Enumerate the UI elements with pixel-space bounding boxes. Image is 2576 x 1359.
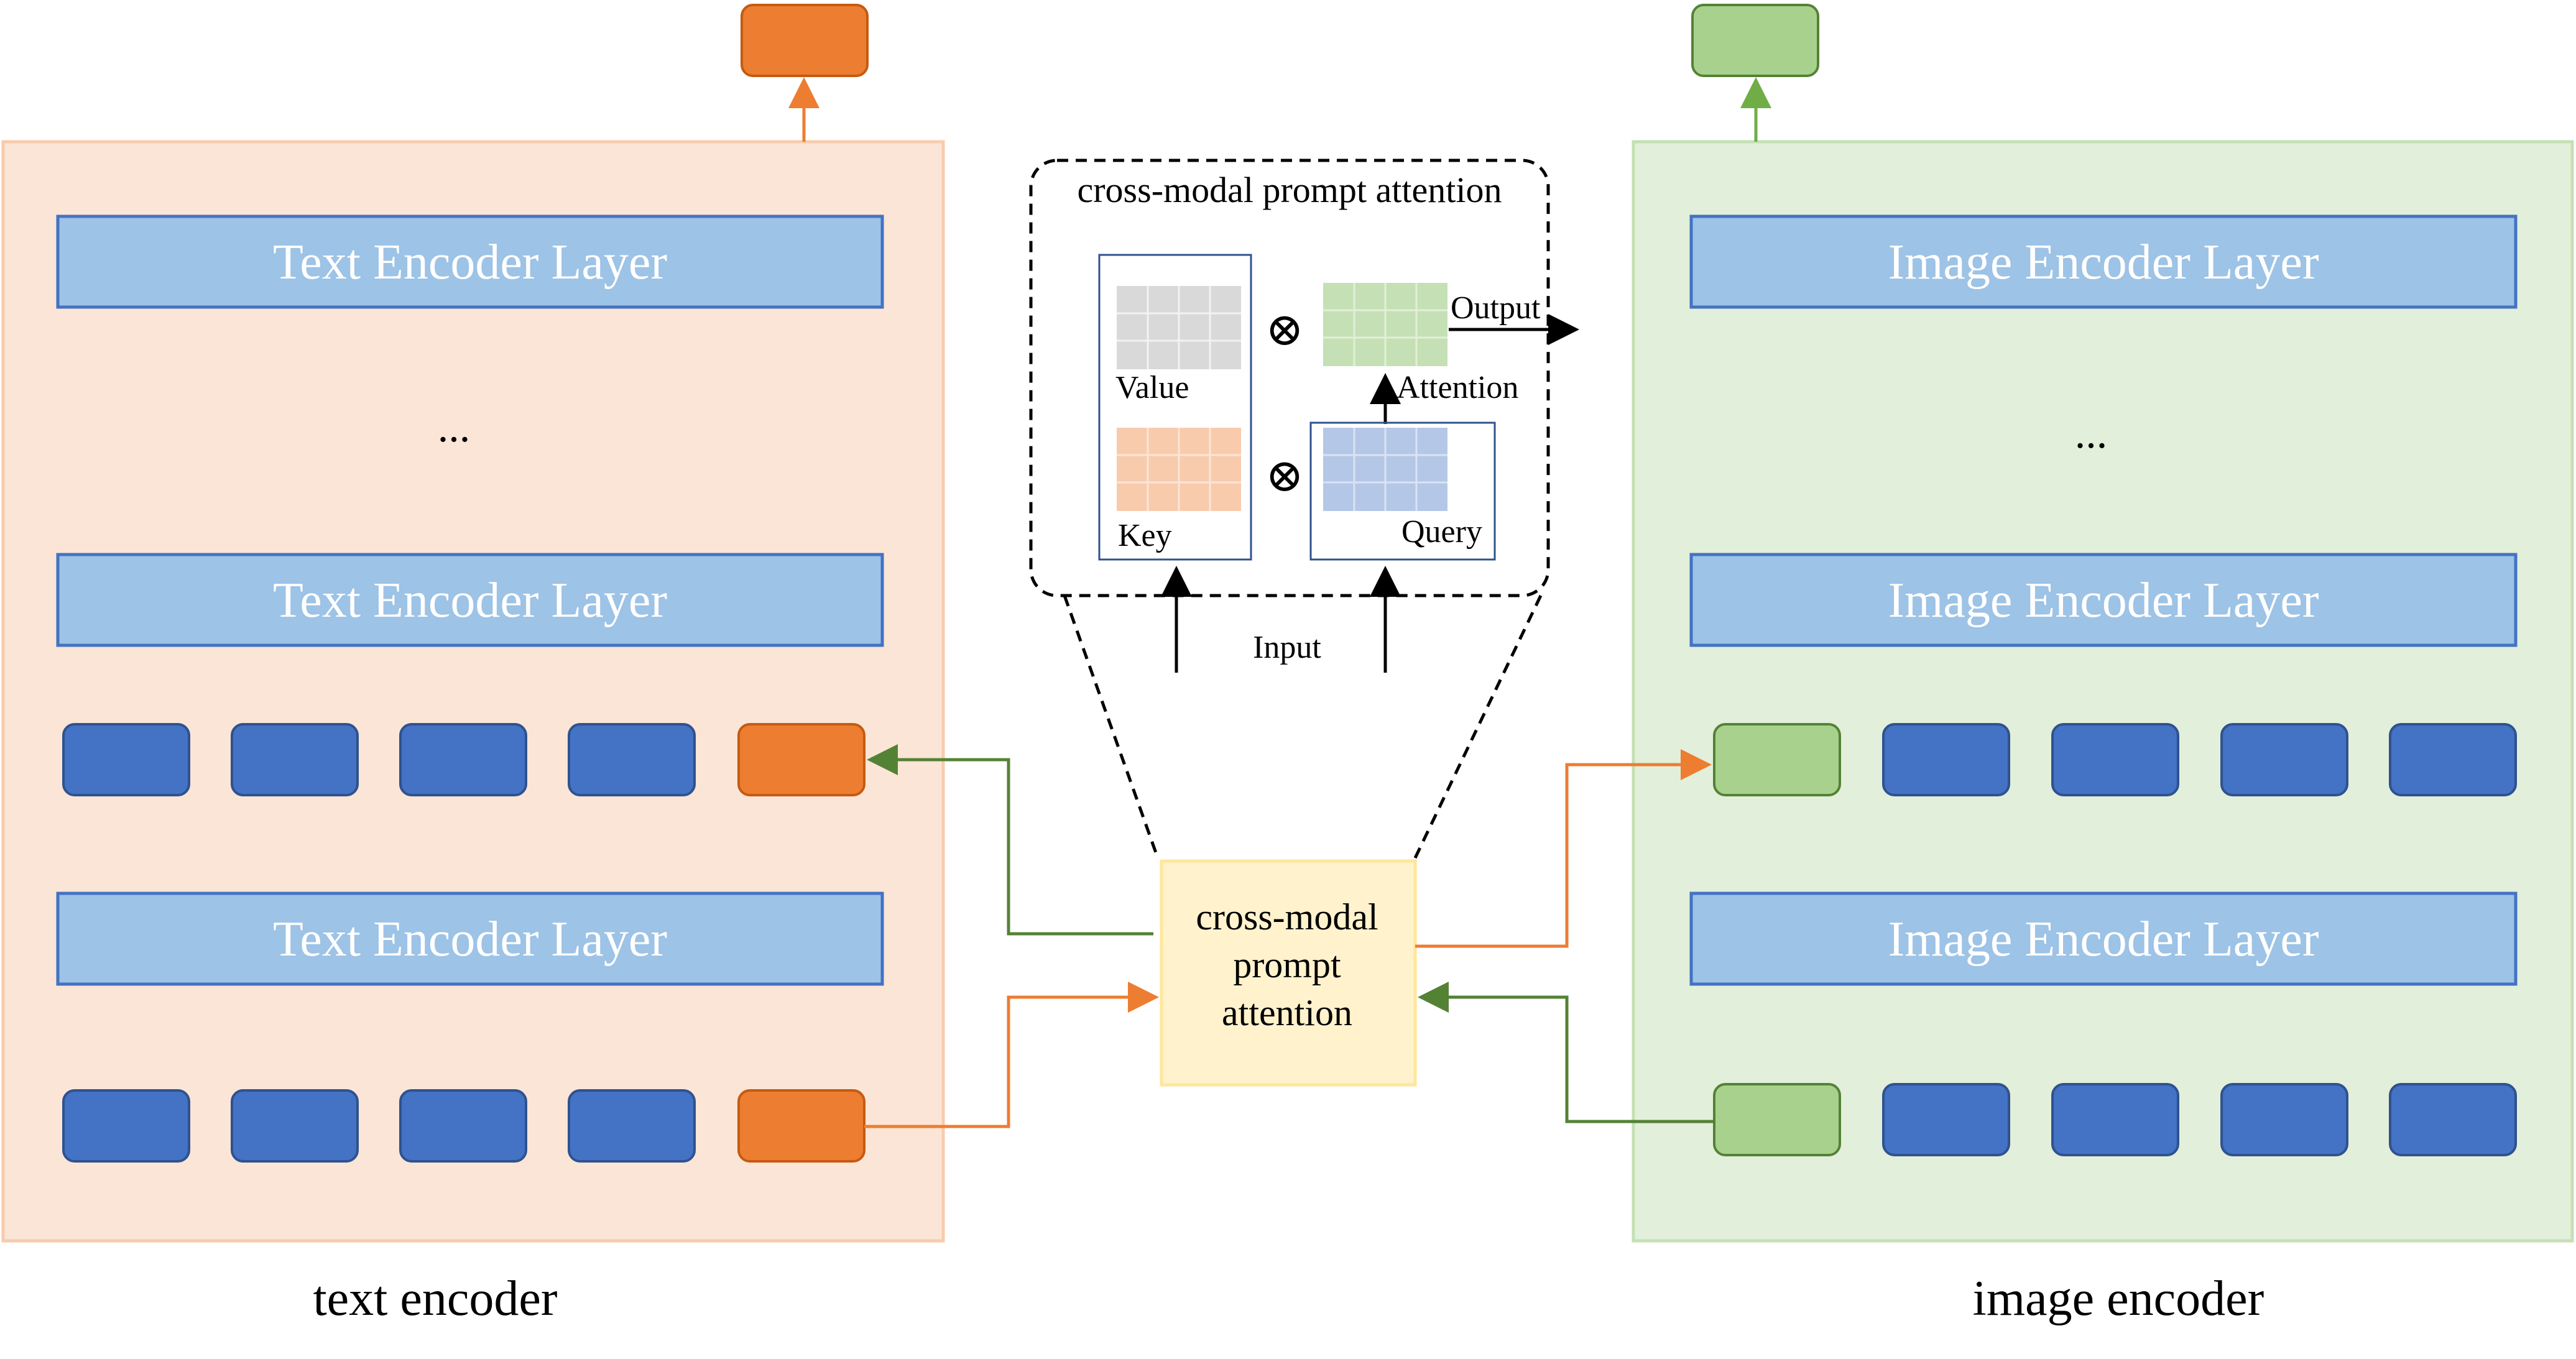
input-label: Input (1253, 630, 1321, 665)
attention-detail-title: cross-modal prompt attention (1078, 170, 1502, 210)
attention-to-text-arrow (867, 744, 1153, 936)
text-encoder-background (1, 140, 945, 1243)
attention-block-line-1: cross-modal (1196, 896, 1378, 937)
image-prompt-token-lower (1713, 1083, 1841, 1156)
text-token (568, 1089, 696, 1163)
text-encoder-layer-middle (56, 553, 884, 647)
query-matrix (1323, 428, 1447, 511)
text-token (399, 1089, 527, 1163)
text-encoder-output-token (741, 4, 869, 77)
text-token (399, 723, 527, 796)
image-token (2220, 723, 2348, 796)
image-encoder-panel: Image Encoder Layer ... Image Encoder La… (1632, 4, 2574, 1326)
image-token (2220, 1083, 2348, 1156)
image-token (1882, 1083, 2010, 1156)
image-token (2051, 723, 2179, 796)
text-encoder-caption: text encoder (313, 1271, 557, 1326)
attention-detail-border (1029, 159, 1550, 597)
attention-block-line-3: attention (1222, 992, 1352, 1033)
image-prompt-token-upper (1713, 723, 1841, 796)
callout-connector-left (1063, 595, 1160, 859)
text-encoder-ellipsis: ... (438, 403, 471, 451)
attention-matrix (1323, 283, 1447, 366)
image-encoder-caption: image encoder (1973, 1271, 2264, 1326)
text-encoder-layer-bottom-label: Text Encoder Layer (273, 912, 667, 967)
image-token (1882, 723, 2010, 796)
text-encoder-panel: Text Encoder Layer ... Text Encoder Laye… (1, 4, 945, 1326)
attention-label: Attention (1396, 370, 1518, 405)
attention-to-image-arrow (1415, 749, 1712, 948)
text-token (62, 1089, 190, 1163)
text-encoder-layer-top (56, 214, 884, 309)
image-encoder-layer-top-label: Image Encoder Layer (1888, 235, 2319, 290)
image-encoder-background (1632, 140, 2574, 1243)
text-encoder-layer-bottom (56, 891, 884, 986)
text-encoder-layer-top-label: Text Encoder Layer (273, 235, 667, 290)
image-encoder-layer-top (1689, 214, 2518, 309)
text-prompt-token-upper (737, 723, 866, 796)
key-label: Key (1118, 518, 1172, 553)
multiply-operator-top: ⊗ (1265, 305, 1304, 356)
image-encoder-ellipsis: ... (2075, 410, 2108, 458)
image-to-attention-arrow (1418, 982, 1714, 1123)
multiply-operator-bottom: ⊗ (1265, 451, 1304, 502)
text-token (231, 723, 359, 796)
image-encoder-layer-middle-label: Image Encoder Layer (1888, 573, 2319, 628)
image-encoder-layer-bottom (1689, 891, 2518, 986)
value-key-frame (1098, 254, 1252, 561)
text-encoder-layer-middle-label: Text Encoder Layer (273, 573, 667, 628)
value-label: Value (1115, 370, 1189, 405)
output-label: Output (1451, 290, 1541, 326)
image-encoder-output-token (1691, 4, 1819, 77)
text-token (231, 1089, 359, 1163)
image-encoder-layer-middle (1689, 553, 2518, 647)
text-prompt-token-lower (737, 1089, 866, 1163)
image-token (2389, 723, 2517, 796)
attention-detail-callout: cross-modal prompt attention Value Key ⊗… (1029, 159, 1579, 859)
cross-modal-attention-box (1160, 859, 1417, 1087)
text-token (62, 723, 190, 796)
text-token (568, 723, 696, 796)
query-frame (1309, 422, 1496, 561)
image-token (2389, 1083, 2517, 1156)
attention-block-line-2: prompt (1233, 944, 1341, 985)
text-to-attention-arrow (864, 982, 1159, 1128)
value-matrix (1117, 286, 1241, 369)
callout-connector-right (1413, 594, 1543, 859)
query-label: Query (1401, 514, 1482, 550)
image-token (2051, 1083, 2179, 1156)
cross-modal-attention-block: cross-modal prompt attention (1160, 859, 1417, 1087)
image-encoder-layer-bottom-label: Image Encoder Layer (1888, 912, 2319, 967)
key-matrix (1117, 428, 1241, 511)
